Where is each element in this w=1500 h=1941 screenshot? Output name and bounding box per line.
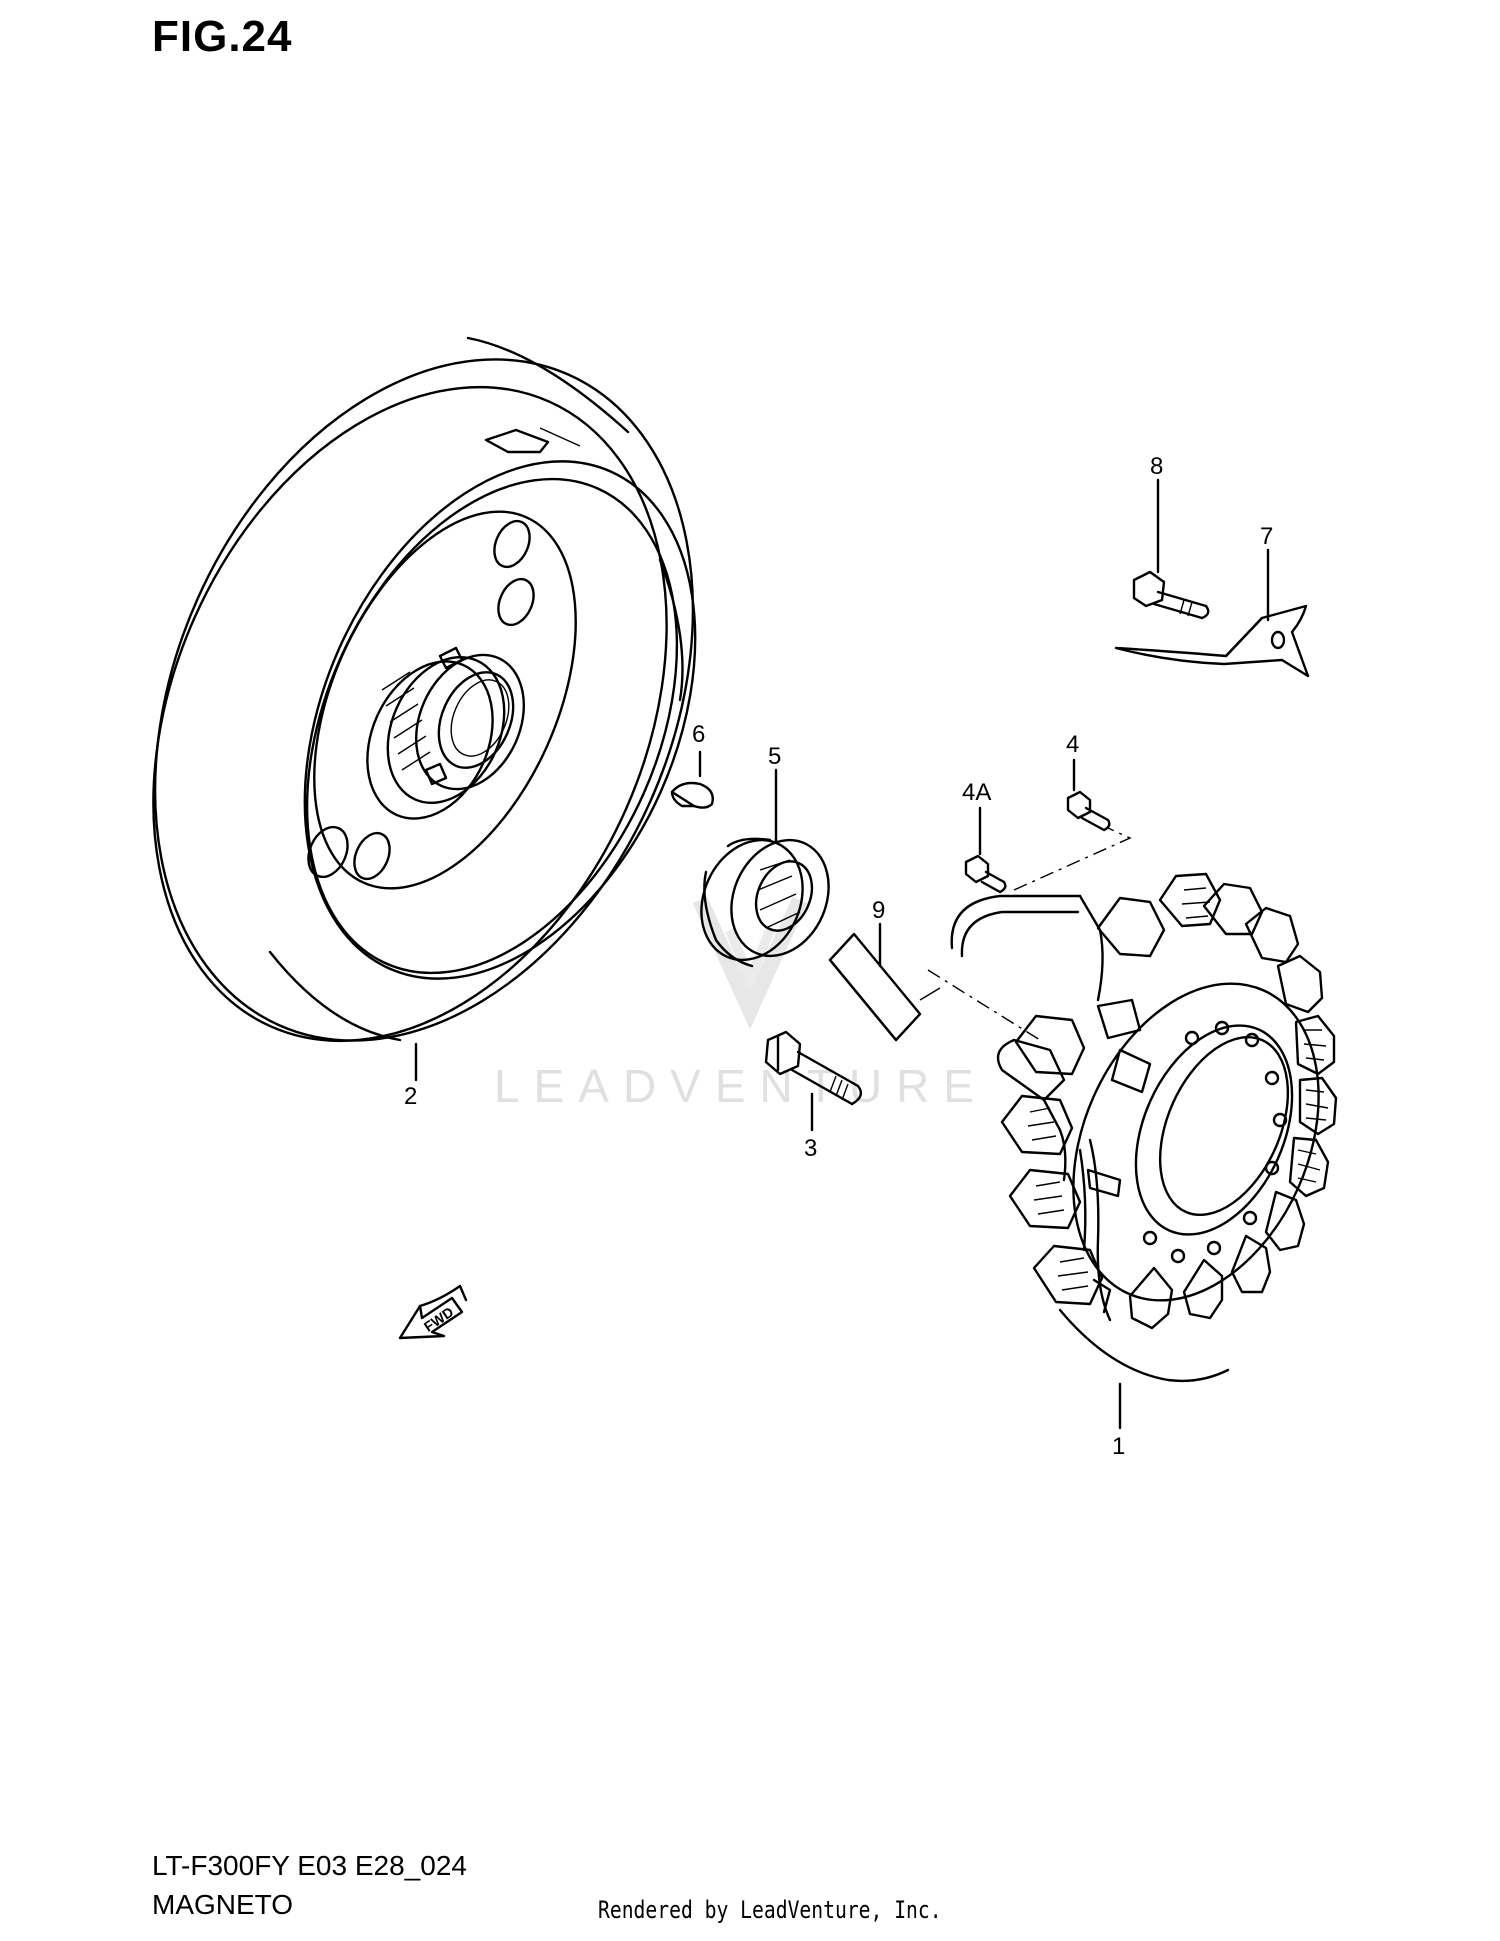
watermark-logo [692, 896, 808, 1030]
callout-4: 4 [1066, 731, 1079, 758]
section-name: MAGNETO [152, 1889, 294, 1920]
screw-dash-line [1013, 827, 1132, 891]
starter-clutch-gear [700, 837, 830, 968]
callout-7: 7 [1260, 523, 1273, 550]
callout-2: 2 [404, 1083, 417, 1110]
stator-dash-line [927, 969, 1041, 1041]
callout-8: 8 [1150, 453, 1163, 480]
rotor-flywheel [152, 336, 697, 1043]
label-pad [828, 932, 922, 1042]
stator-screw-alt [964, 854, 1007, 894]
stator-assembly [950, 872, 1338, 1383]
figure-title: FIG.24 [152, 12, 293, 61]
rotor-bolt [764, 1030, 863, 1106]
woodruff-key [670, 781, 714, 809]
render-credit: Rendered by LeadVenture, Inc. [598, 1896, 942, 1924]
callout-6: 6 [692, 721, 705, 748]
stator-screw [1066, 790, 1111, 832]
callout-4a: 4A [962, 779, 991, 806]
clamp-bolt [1132, 570, 1210, 620]
callout-3: 3 [804, 1135, 817, 1162]
callout-5: 5 [768, 743, 781, 770]
leader-line-9b [919, 987, 941, 1001]
model-code: LT-F300FY E03 E28_024 [152, 1850, 467, 1881]
callout-9: 9 [872, 897, 885, 924]
wire-clamp [1114, 604, 1310, 678]
watermark-text: LEADVENTURE [494, 1060, 988, 1112]
fwd-arrow [398, 1284, 468, 1340]
callout-1: 1 [1112, 1433, 1125, 1460]
